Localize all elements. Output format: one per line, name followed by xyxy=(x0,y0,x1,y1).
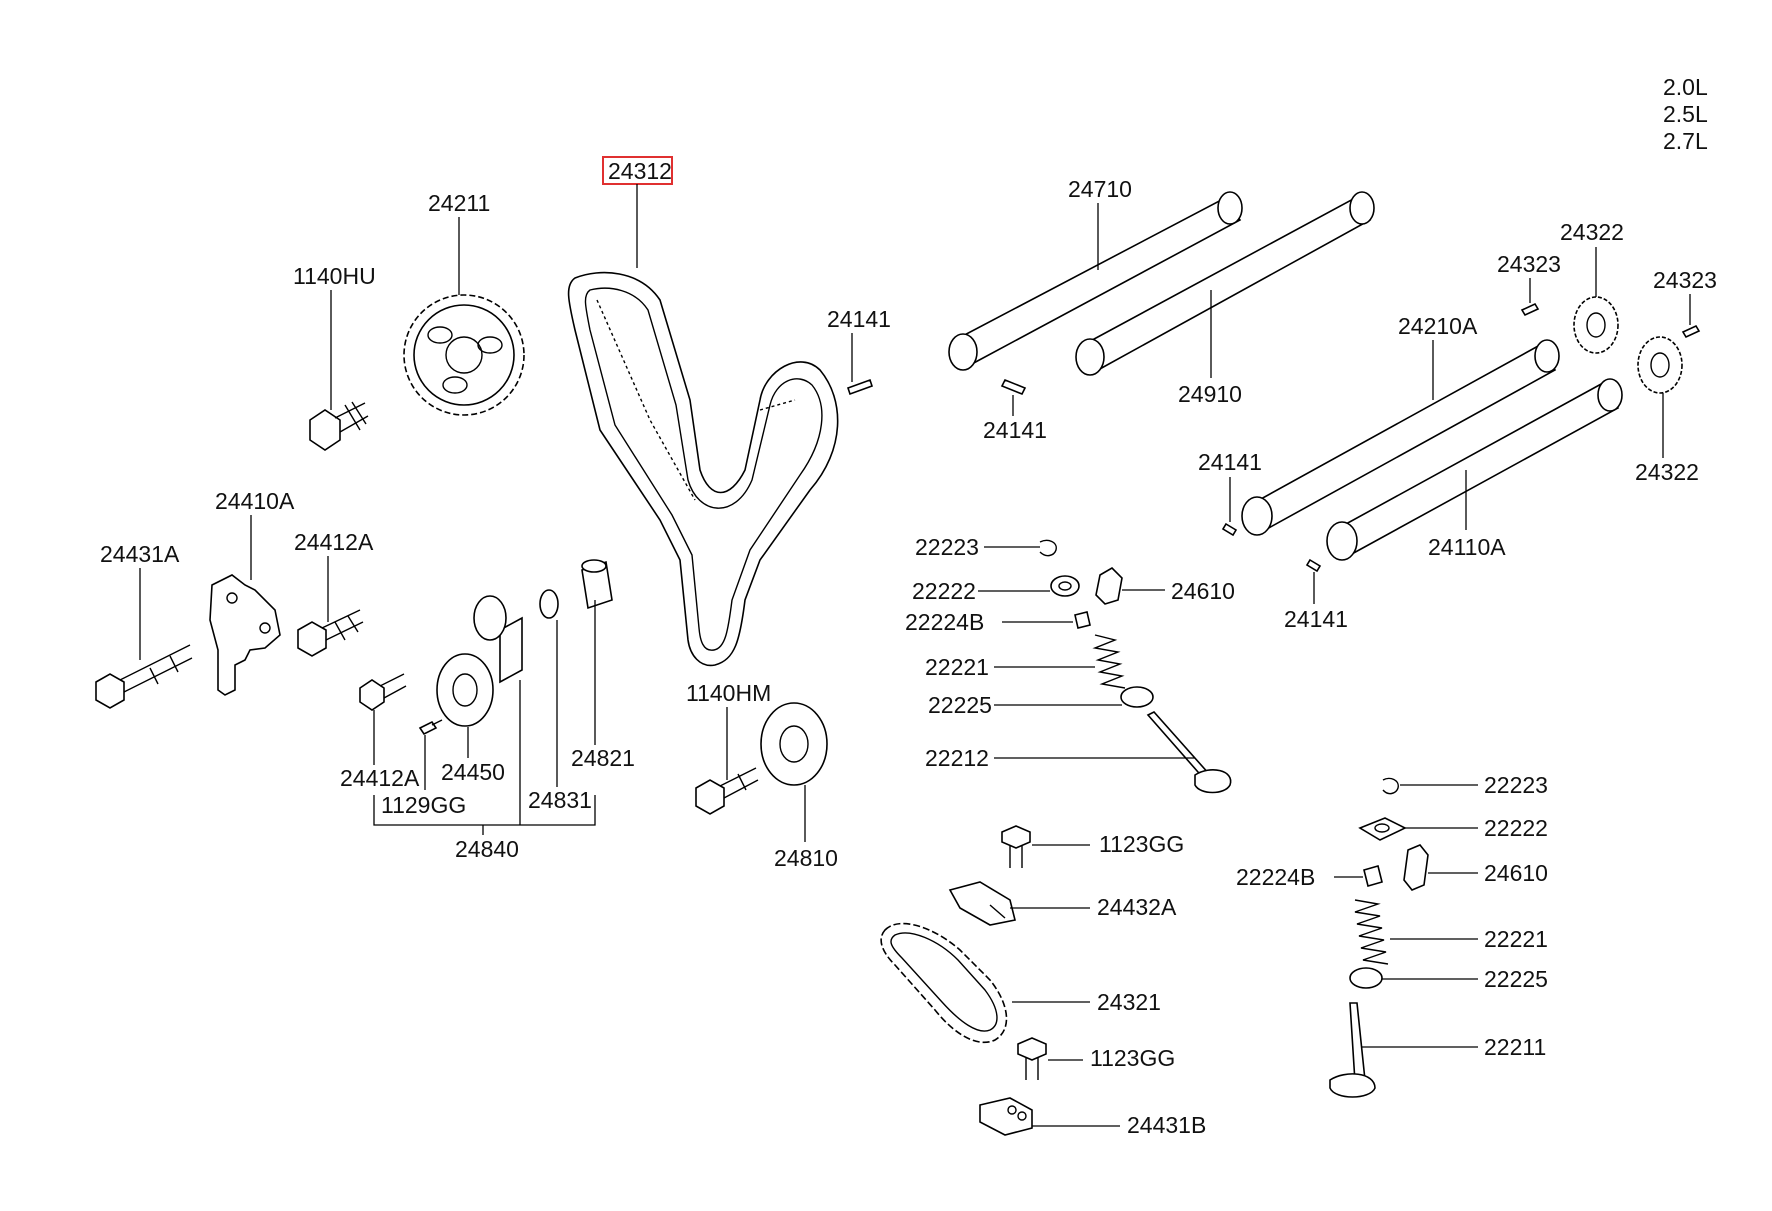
label-24810[interactable]: 24810 xyxy=(774,845,838,871)
label-24210a[interactable]: 24210A xyxy=(1398,313,1478,339)
bolt-24412a-b[interactable] xyxy=(359,673,407,711)
label-24322-b[interactable]: 24322 xyxy=(1635,459,1699,485)
label-22224b-b[interactable]: 22224B xyxy=(1236,864,1315,890)
label-24211[interactable]: 24211 xyxy=(428,190,490,216)
chain-guide-24432a[interactable] xyxy=(948,881,1016,926)
bolt-1140hm[interactable] xyxy=(695,767,759,815)
label-24610-b[interactable]: 24610 xyxy=(1484,860,1548,886)
tensioner-pulley-24450[interactable] xyxy=(436,616,523,727)
label-1123gg-b[interactable]: 1123GG xyxy=(1090,1045,1175,1071)
label-24610-a[interactable]: 24610 xyxy=(1171,578,1235,604)
label-24410a[interactable]: 24410A xyxy=(215,488,295,514)
sleeve-24821[interactable] xyxy=(581,559,613,610)
label-24141-c[interactable]: 24141 xyxy=(1198,449,1262,475)
camshaft-24210a[interactable] xyxy=(1241,339,1560,536)
bolt-24431a[interactable] xyxy=(95,644,193,709)
camshaft-24710[interactable] xyxy=(948,191,1243,371)
label-24322-a[interactable]: 24322 xyxy=(1560,219,1624,245)
label-22221-b[interactable]: 22221 xyxy=(1484,926,1548,952)
valve-22211[interactable] xyxy=(1329,1002,1376,1098)
tensioner-bracket-24410a[interactable] xyxy=(209,574,281,696)
seal-22224b-b[interactable] xyxy=(1363,865,1383,887)
label-22224b-a[interactable]: 22224B xyxy=(905,609,984,635)
bushing-24840[interactable] xyxy=(473,595,507,641)
label-24141-a[interactable]: 24141 xyxy=(827,306,891,332)
bolt-1123gg-b[interactable] xyxy=(1017,1037,1047,1080)
washer-24831[interactable] xyxy=(539,589,559,619)
label-24312[interactable]: 24312 xyxy=(608,158,672,184)
label-24432a[interactable]: 24432A xyxy=(1097,894,1177,920)
bolt-1123gg-a[interactable] xyxy=(1001,825,1031,868)
label-24840[interactable]: 24840 xyxy=(455,836,519,862)
label-24450[interactable]: 24450 xyxy=(441,759,505,785)
label-24321[interactable]: 24321 xyxy=(1097,989,1161,1015)
variant-2-0l: 2.0L xyxy=(1663,74,1708,100)
label-22223-b[interactable]: 22223 xyxy=(1484,772,1548,798)
retainer-22222-a[interactable] xyxy=(1050,575,1080,597)
chain-tensioner-24431b[interactable] xyxy=(979,1097,1033,1136)
label-24412a-a[interactable]: 24412A xyxy=(294,529,374,555)
valve-spring-22221-b[interactable] xyxy=(1354,899,1389,965)
spring-seat-22225-a[interactable] xyxy=(1120,686,1154,708)
bolt-1140hu[interactable] xyxy=(309,401,369,451)
sprocket-24322-a[interactable] xyxy=(1573,296,1619,354)
idler-pulley-24810[interactable] xyxy=(760,702,828,786)
label-24431b[interactable]: 24431B xyxy=(1127,1112,1206,1138)
camshaft-24110a[interactable] xyxy=(1326,378,1623,561)
label-22222-a[interactable]: 22222 xyxy=(912,578,976,604)
label-22211[interactable]: 22211 xyxy=(1484,1034,1546,1060)
label-24141-b[interactable]: 24141 xyxy=(983,417,1047,443)
variant-2-7l: 2.7L xyxy=(1663,128,1708,154)
timing-belt-24312[interactable] xyxy=(567,271,839,667)
valve-spring-22221-a[interactable] xyxy=(1092,634,1126,689)
seal-22224b-a[interactable] xyxy=(1074,611,1091,629)
label-1140hu[interactable]: 1140HU xyxy=(293,263,376,289)
label-1129gg[interactable]: 1129GG xyxy=(381,792,466,818)
retainer-22222-b[interactable] xyxy=(1358,817,1407,841)
valve-22212[interactable] xyxy=(1146,711,1232,794)
label-24323-a[interactable]: 24323 xyxy=(1497,251,1561,277)
lifter-24610-b[interactable] xyxy=(1403,844,1429,891)
label-22223-a[interactable]: 22223 xyxy=(915,534,979,560)
lifter-24610-a[interactable] xyxy=(1095,566,1123,605)
label-24831[interactable]: 24831 xyxy=(528,787,592,813)
variant-2-5l: 2.5L xyxy=(1663,101,1708,127)
bolt-24412a-a[interactable] xyxy=(297,609,364,657)
spring-seat-22225-b[interactable] xyxy=(1349,967,1383,989)
label-24910[interactable]: 24910 xyxy=(1178,381,1242,407)
screw-1129gg[interactable] xyxy=(418,719,443,736)
label-24141-d[interactable]: 24141 xyxy=(1284,606,1348,632)
label-22222-b[interactable]: 22222 xyxy=(1484,815,1548,841)
pin-24141-c[interactable] xyxy=(1221,522,1238,537)
label-24412a-b[interactable]: 24412A xyxy=(340,765,420,791)
label-1140hm[interactable]: 1140HM xyxy=(686,680,771,706)
timing-chain-24321[interactable] xyxy=(880,922,1008,1044)
label-1123gg-a[interactable]: 1123GG xyxy=(1099,831,1184,857)
key-24323-a[interactable] xyxy=(1520,302,1540,317)
camshaft-24910[interactable] xyxy=(1075,191,1375,376)
label-24821[interactable]: 24821 xyxy=(571,745,635,771)
key-24323-b[interactable] xyxy=(1681,324,1701,339)
label-24323-b[interactable]: 24323 xyxy=(1653,267,1717,293)
label-24110a[interactable]: 24110A xyxy=(1428,534,1506,560)
label-22212[interactable]: 22212 xyxy=(925,745,989,771)
pin-24141-a[interactable] xyxy=(846,378,874,396)
pin-24141-b[interactable] xyxy=(1000,378,1027,396)
label-24431a[interactable]: 24431A xyxy=(100,541,180,567)
retainer-lock-22223-b[interactable] xyxy=(1382,777,1399,795)
retainer-lock-22223-a[interactable] xyxy=(1039,539,1057,557)
pin-24141-d[interactable] xyxy=(1305,558,1322,573)
label-22221-a[interactable]: 22221 xyxy=(925,654,989,680)
label-22225-a[interactable]: 22225 xyxy=(928,692,992,718)
label-22225-b[interactable]: 22225 xyxy=(1484,966,1548,992)
label-24710[interactable]: 24710 xyxy=(1068,176,1132,202)
sprocket-24322-b[interactable] xyxy=(1637,336,1683,394)
cam-sprocket-24211[interactable] xyxy=(403,294,525,416)
